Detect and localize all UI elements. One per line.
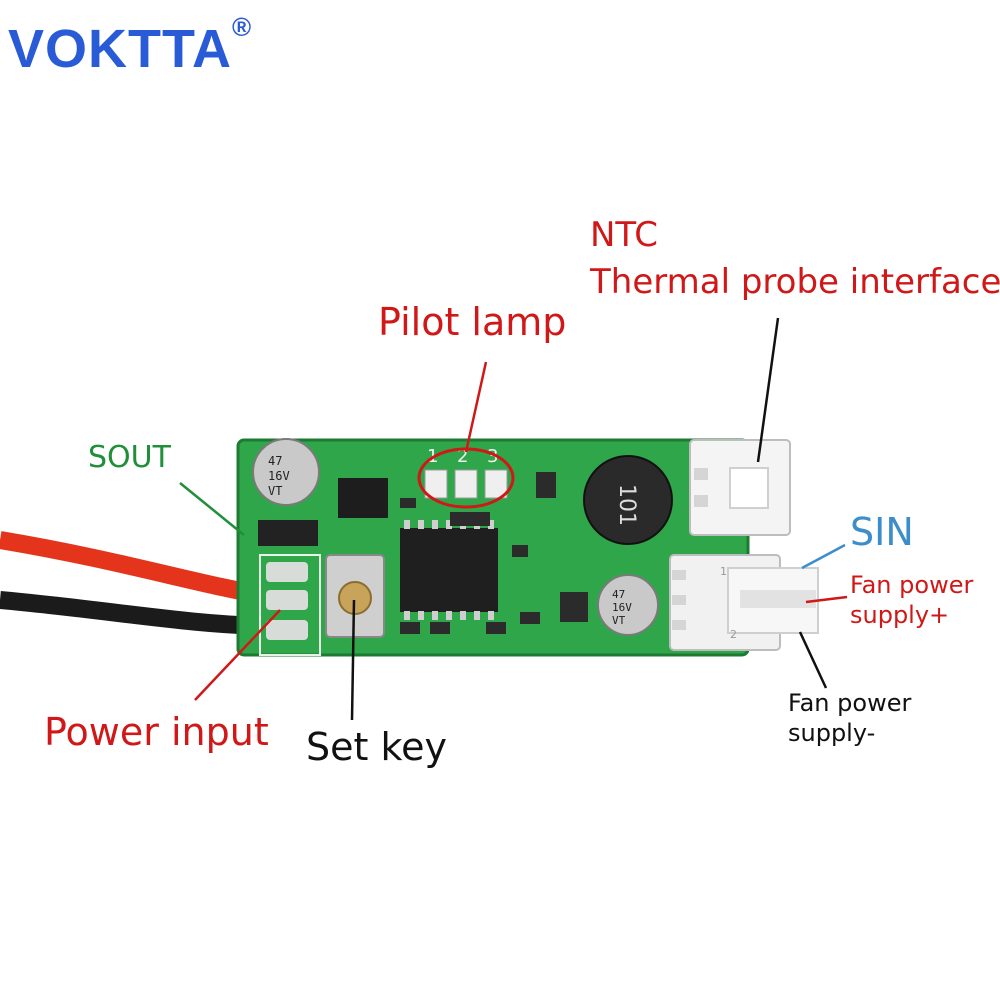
- ntc-line: [756, 317, 780, 463]
- pilot-lamp-line: [464, 361, 488, 453]
- svg-text:3: 3: [487, 446, 498, 467]
- red-wire: [0, 531, 270, 605]
- sin-label: SIN: [850, 510, 914, 554]
- fan-minus-line: [798, 631, 828, 689]
- svg-text:2: 2: [457, 446, 468, 467]
- svg-text:2: 2: [730, 628, 737, 641]
- fan-plus-line: [805, 595, 848, 604]
- led-1: [424, 469, 448, 499]
- transistor: [338, 478, 388, 518]
- svg-text:VT: VT: [268, 484, 282, 498]
- pad-plus: [266, 590, 308, 610]
- power-input-label: Power input: [44, 710, 269, 754]
- led-2: [454, 469, 478, 499]
- svg-text:47: 47: [268, 454, 282, 468]
- pad-minus: [266, 620, 308, 640]
- black-wire: [0, 591, 269, 635]
- sout-line: [179, 482, 245, 536]
- power-input-line: [194, 609, 281, 701]
- svg-text:47: 47: [612, 588, 625, 601]
- svg-text:VT: VT: [612, 614, 626, 627]
- pad-sout: [266, 562, 308, 582]
- pilot-lamp-label: Pilot lamp: [378, 300, 567, 344]
- main-ic: [400, 528, 498, 612]
- set-key-label: Set key: [306, 725, 447, 769]
- sin-line: [801, 543, 846, 570]
- set-key-line: [350, 599, 356, 721]
- sout-label: SOUT: [88, 440, 171, 475]
- fan-minus-label: Fan power supply-: [788, 689, 912, 747]
- fan-plus-label: Fan power supply+: [850, 571, 974, 629]
- svg-text:1: 1: [720, 565, 727, 578]
- capacitor-bottom: [597, 574, 659, 636]
- svg-text:16V: 16V: [612, 601, 632, 614]
- inductor: [583, 455, 673, 545]
- diode: [258, 520, 318, 546]
- svg-text:16V: 16V: [268, 469, 290, 483]
- svg-text:101: 101: [614, 484, 639, 526]
- brand-logo: VOKTTA®: [8, 12, 253, 79]
- ntc-title: NTC: [590, 215, 658, 255]
- led-3: [484, 469, 508, 499]
- ntc-subtitle: Thermal probe interface: [590, 262, 1000, 302]
- capacitor-top: [252, 438, 320, 506]
